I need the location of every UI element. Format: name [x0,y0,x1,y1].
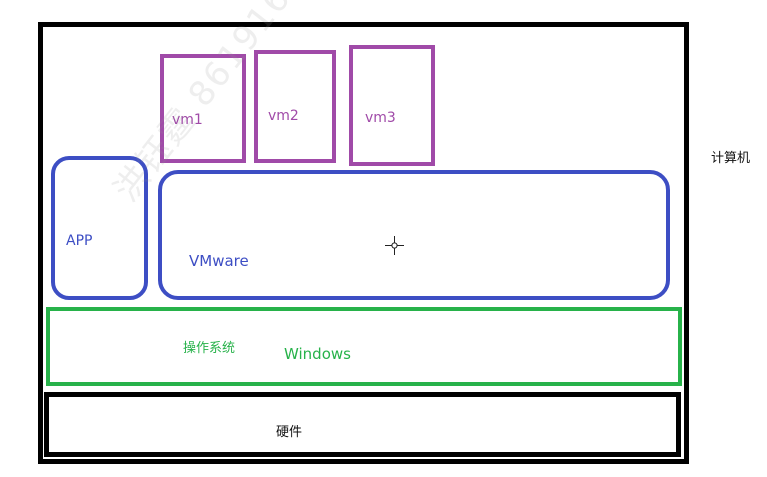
vm2-label: vm2 [268,108,299,124]
vm1-box [160,54,246,163]
computer-box [38,22,689,464]
vmware-label: VMware [189,252,249,270]
vm3-box [349,45,435,166]
os-box [46,307,682,386]
vm1-label: vm1 [172,112,203,128]
hardware-label: 硬件 [276,425,303,440]
computer-label: 计算机 [711,151,751,166]
app-label: APP [66,233,93,249]
app-box [51,156,148,300]
vm3-label: vm3 [365,110,396,126]
vm2-box [254,50,336,163]
os-label: 操作系统 [183,341,236,356]
windows-label: Windows [284,345,351,363]
vmware-box [158,170,670,300]
crosshair-cursor-icon [385,236,404,255]
hardware-box [44,392,681,457]
